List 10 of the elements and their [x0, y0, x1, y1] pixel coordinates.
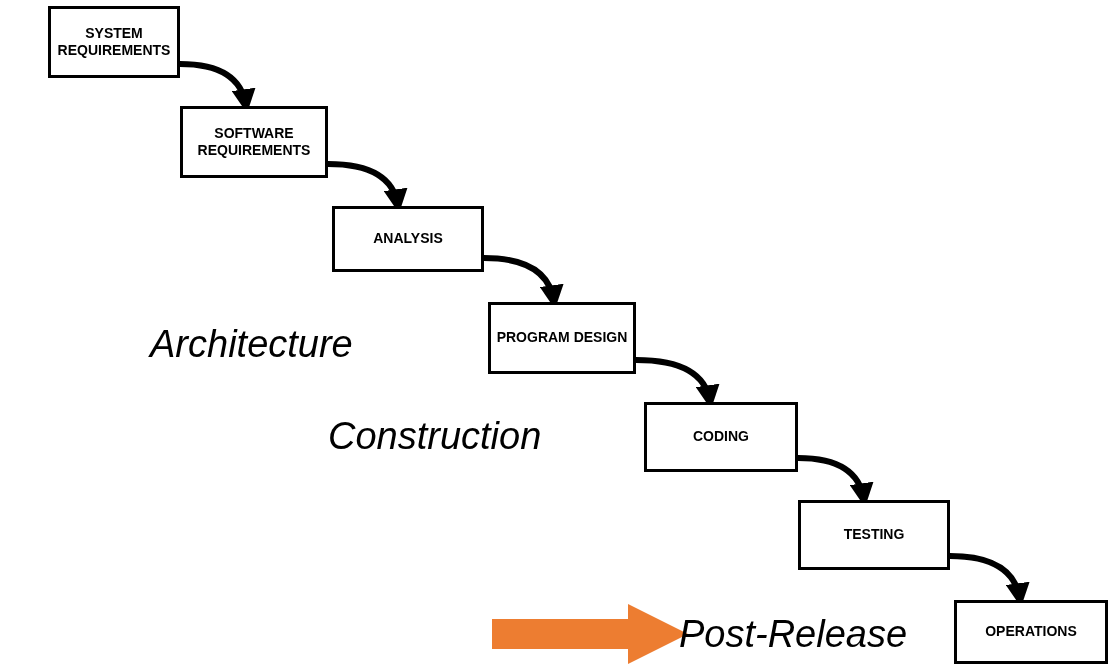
phase-label: Architecture	[150, 322, 353, 367]
stage-text: Post-Release	[664, 606, 922, 662]
phase-label: Construction	[328, 414, 542, 459]
process-box: CODING	[644, 402, 798, 472]
process-box: TESTING	[798, 500, 950, 570]
process-box: SOFTWARE REQUIREMENTS	[180, 106, 328, 178]
process-box: PROGRAM DESIGN	[488, 302, 636, 374]
process-box: ANALYSIS	[332, 206, 484, 272]
process-box: OPERATIONS	[954, 600, 1108, 664]
process-box: SYSTEM REQUIREMENTS	[48, 6, 180, 78]
